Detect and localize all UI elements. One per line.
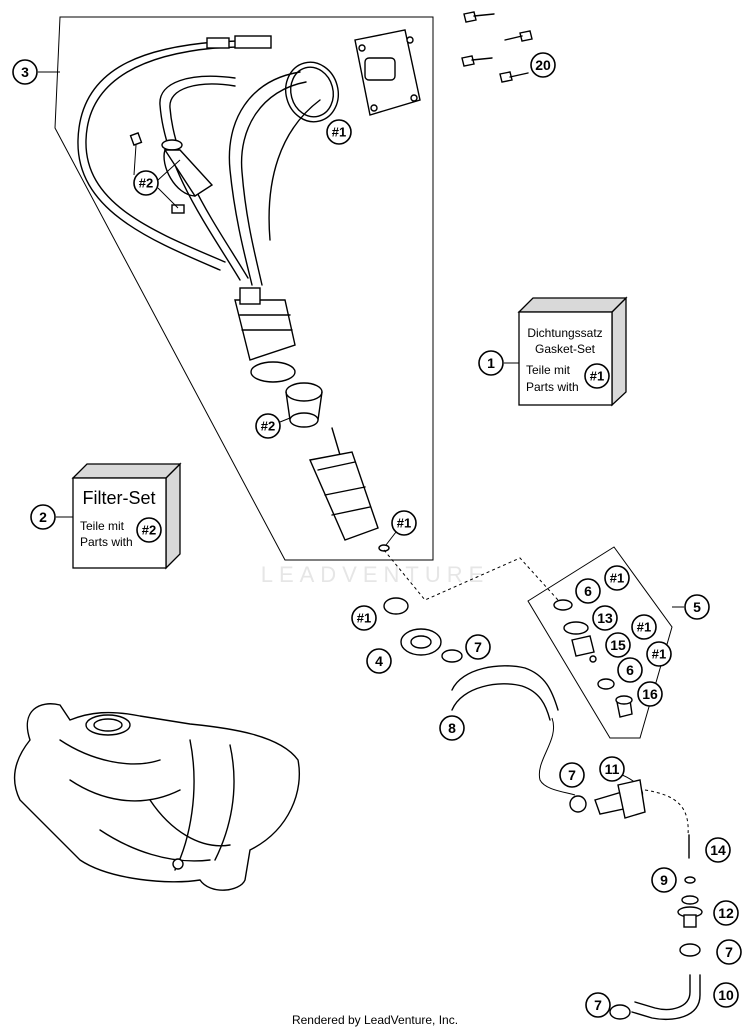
svg-text:#1: #1	[637, 620, 651, 635]
svg-text:#1: #1	[652, 647, 666, 662]
svg-text:#1: #1	[332, 125, 346, 140]
svg-text:5: 5	[693, 599, 701, 615]
pump-flange-cover	[354, 29, 421, 116]
svg-text:14: 14	[710, 842, 726, 858]
hose-clamp-bottom	[609, 1004, 631, 1020]
callout-4[interactable]: 4	[366, 648, 392, 674]
callout-7-lower[interactable]: 7	[716, 939, 742, 965]
o-ring-9	[684, 876, 696, 884]
mounting-bolts	[461, 11, 533, 83]
svg-text:3: 3	[21, 64, 29, 80]
svg-text:12: 12	[718, 905, 734, 921]
kit-5-parts	[553, 599, 633, 718]
callout-7-upper[interactable]: 7	[465, 634, 491, 660]
gasket-set-box: Dichtungssatz Gasket-Set Teile mit Parts…	[517, 296, 628, 407]
svg-text:#2: #2	[142, 523, 156, 538]
ref-1-kit-b: #1	[631, 614, 657, 640]
ref-2-box: #2	[136, 517, 162, 543]
fuel-hose-8	[451, 665, 559, 721]
filter-set-parts-de: Teile mit	[80, 519, 125, 533]
callout-20[interactable]: 20	[530, 52, 556, 78]
hose-clamp-upper	[441, 649, 463, 663]
filter-set-title: Filter-Set	[82, 488, 155, 508]
svg-text:6: 6	[626, 662, 634, 678]
svg-text:15: 15	[610, 637, 626, 653]
filter-set-box: Filter-Set Teile mit Parts with	[71, 462, 182, 570]
callout-9[interactable]: 9	[651, 867, 677, 893]
callout-13[interactable]: 13	[592, 605, 618, 631]
callout-12[interactable]: 12	[713, 900, 739, 926]
ref-1-kit-c: #1	[646, 641, 672, 667]
callout-7-bottom[interactable]: 7	[585, 992, 611, 1018]
ref-1-oring: #1	[351, 605, 377, 631]
callout-7-middle[interactable]: 7	[559, 762, 585, 788]
svg-text:7: 7	[474, 639, 482, 655]
valve-12	[677, 895, 703, 928]
fuel-tank	[13, 703, 300, 891]
svg-text:8: 8	[448, 720, 456, 736]
svg-text:6: 6	[584, 583, 592, 599]
callout-10[interactable]: 10	[713, 982, 739, 1008]
ref-2-filter: #2	[133, 170, 159, 196]
gasket-set-title-en: Gasket-Set	[535, 342, 596, 356]
o-ring-part	[383, 597, 409, 615]
seal-ring-part-4	[400, 628, 442, 656]
filter-set-parts-en: Parts with	[80, 535, 133, 549]
svg-text:7: 7	[725, 944, 733, 960]
svg-text:#2: #2	[261, 419, 275, 434]
svg-text:11: 11	[605, 761, 620, 777]
hose-clamp-middle	[569, 795, 587, 813]
svg-text:#2: #2	[139, 176, 153, 191]
callout-16[interactable]: 16	[637, 681, 663, 707]
ref-1-box: #1	[584, 363, 610, 389]
fuel-filter-cartridge	[129, 132, 214, 214]
svg-text:1: 1	[487, 355, 495, 371]
svg-text:#1: #1	[357, 611, 371, 626]
callout-2[interactable]: 2	[30, 504, 56, 530]
fuel-hose-10	[631, 974, 701, 1021]
hose-clamp-lower	[679, 943, 701, 957]
fuel-pump-module	[234, 287, 296, 383]
kit-5-frame	[527, 546, 673, 739]
svg-text:7: 7	[594, 997, 602, 1013]
fuel-pump-assembly-frame	[54, 16, 434, 561]
callout-15[interactable]: 15	[605, 632, 631, 658]
callout-1[interactable]: 1	[478, 350, 504, 376]
svg-text:7: 7	[568, 767, 576, 783]
svg-text:10: 10	[718, 987, 734, 1003]
svg-text:9: 9	[660, 872, 668, 888]
watermark-text: LEADVENTURE	[261, 562, 490, 587]
gasket-set-parts-en: Parts with	[526, 380, 579, 394]
callout-14[interactable]: 14	[705, 837, 731, 863]
fuel-pump	[309, 427, 390, 552]
callout-11[interactable]: 11	[599, 756, 625, 782]
gasket-set-parts-de: Teile mit	[526, 363, 571, 377]
svg-text:13: 13	[597, 610, 613, 626]
svg-text:4: 4	[375, 653, 383, 669]
ref-1-pump: #1	[391, 510, 417, 536]
quick-coupling-11	[594, 779, 646, 819]
svg-text:20: 20	[535, 57, 551, 73]
callout-6-lower[interactable]: 6	[617, 657, 643, 683]
callout-5[interactable]: 5	[684, 594, 710, 620]
svg-text:#1: #1	[397, 516, 411, 531]
ref-2-strainer: #2	[255, 413, 281, 439]
svg-text:#1: #1	[610, 571, 624, 586]
wiring-harness	[77, 35, 272, 271]
callout-3[interactable]: 3	[12, 59, 38, 85]
svg-text:2: 2	[39, 509, 47, 525]
fuel-hoses	[159, 71, 321, 286]
callout-6-upper[interactable]: 6	[575, 578, 601, 604]
ref-1-kit-a: #1	[604, 565, 630, 591]
ref-1-flange: #1	[326, 119, 352, 145]
svg-text:16: 16	[642, 686, 658, 702]
footer-credit: Rendered by LeadVenture, Inc.	[292, 1013, 458, 1027]
pump-flange-gasket	[285, 61, 339, 123]
callout-8[interactable]: 8	[439, 715, 465, 741]
strainer-ring	[285, 382, 323, 428]
svg-text:#1: #1	[590, 369, 604, 384]
gasket-set-title-de: Dichtungssatz	[527, 326, 602, 340]
